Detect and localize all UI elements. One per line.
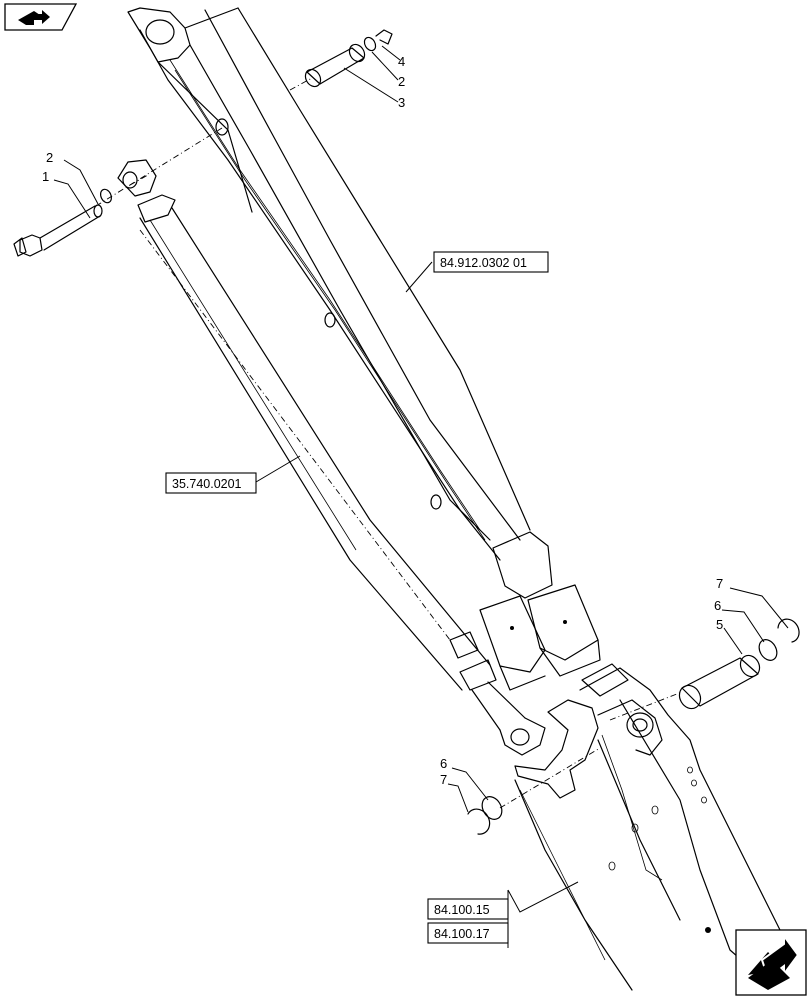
callout-3: 3	[398, 95, 405, 110]
ref-link-frame[interactable]: 84.912.0302 01	[433, 251, 549, 273]
pin-3	[304, 43, 366, 88]
hydraulic-cylinder	[117, 159, 546, 756]
callout-7-right: 7	[716, 576, 723, 591]
ref-link-bucket-b[interactable]: 84.100.17	[427, 922, 509, 944]
bucket-arm	[514, 663, 791, 991]
nav-next-button[interactable]	[735, 929, 807, 996]
ref-bucket-b-label[interactable]: 84.100.17	[434, 927, 490, 941]
callout-numbers: 2 1 4 2 3 7 6 5 6 7	[42, 54, 723, 787]
callout-leaders	[53, 45, 789, 948]
callout-2-top: 2	[398, 74, 405, 89]
pin-1	[13, 204, 103, 257]
retaining-ring-6b	[481, 796, 503, 820]
callout-6-right: 6	[714, 598, 721, 613]
ref-cylinder-label[interactable]: 35.740.0201	[172, 477, 242, 491]
pin-5	[678, 654, 761, 710]
boom-frame	[127, 7, 601, 691]
retaining-ring-7a	[777, 618, 800, 643]
ref-bucket-a-label[interactable]: 84.100.15	[434, 903, 490, 917]
retaining-ring-7b	[467, 808, 491, 835]
callout-5: 5	[716, 617, 723, 632]
assembly-axes	[95, 77, 683, 809]
callout-2-left: 2	[46, 150, 53, 165]
ref-frame-label[interactable]: 84.912.0302 01	[440, 256, 527, 270]
spring-clip-4	[375, 29, 393, 45]
ref-link-bucket-a[interactable]: 84.100.15	[427, 898, 509, 920]
callout-1: 1	[42, 169, 49, 184]
nav-back-icon	[18, 10, 50, 25]
retaining-ring-2a	[99, 188, 113, 204]
ref-link-cylinder[interactable]: 35.740.0201	[165, 472, 257, 494]
retaining-ring-6a	[758, 639, 778, 661]
callout-6-left: 6	[440, 756, 447, 771]
nav-back-button[interactable]	[4, 3, 78, 31]
retaining-ring-2b	[363, 36, 377, 52]
nav-next-icon	[748, 932, 800, 990]
callout-7-left: 7	[440, 772, 447, 787]
callout-4: 4	[398, 54, 405, 69]
